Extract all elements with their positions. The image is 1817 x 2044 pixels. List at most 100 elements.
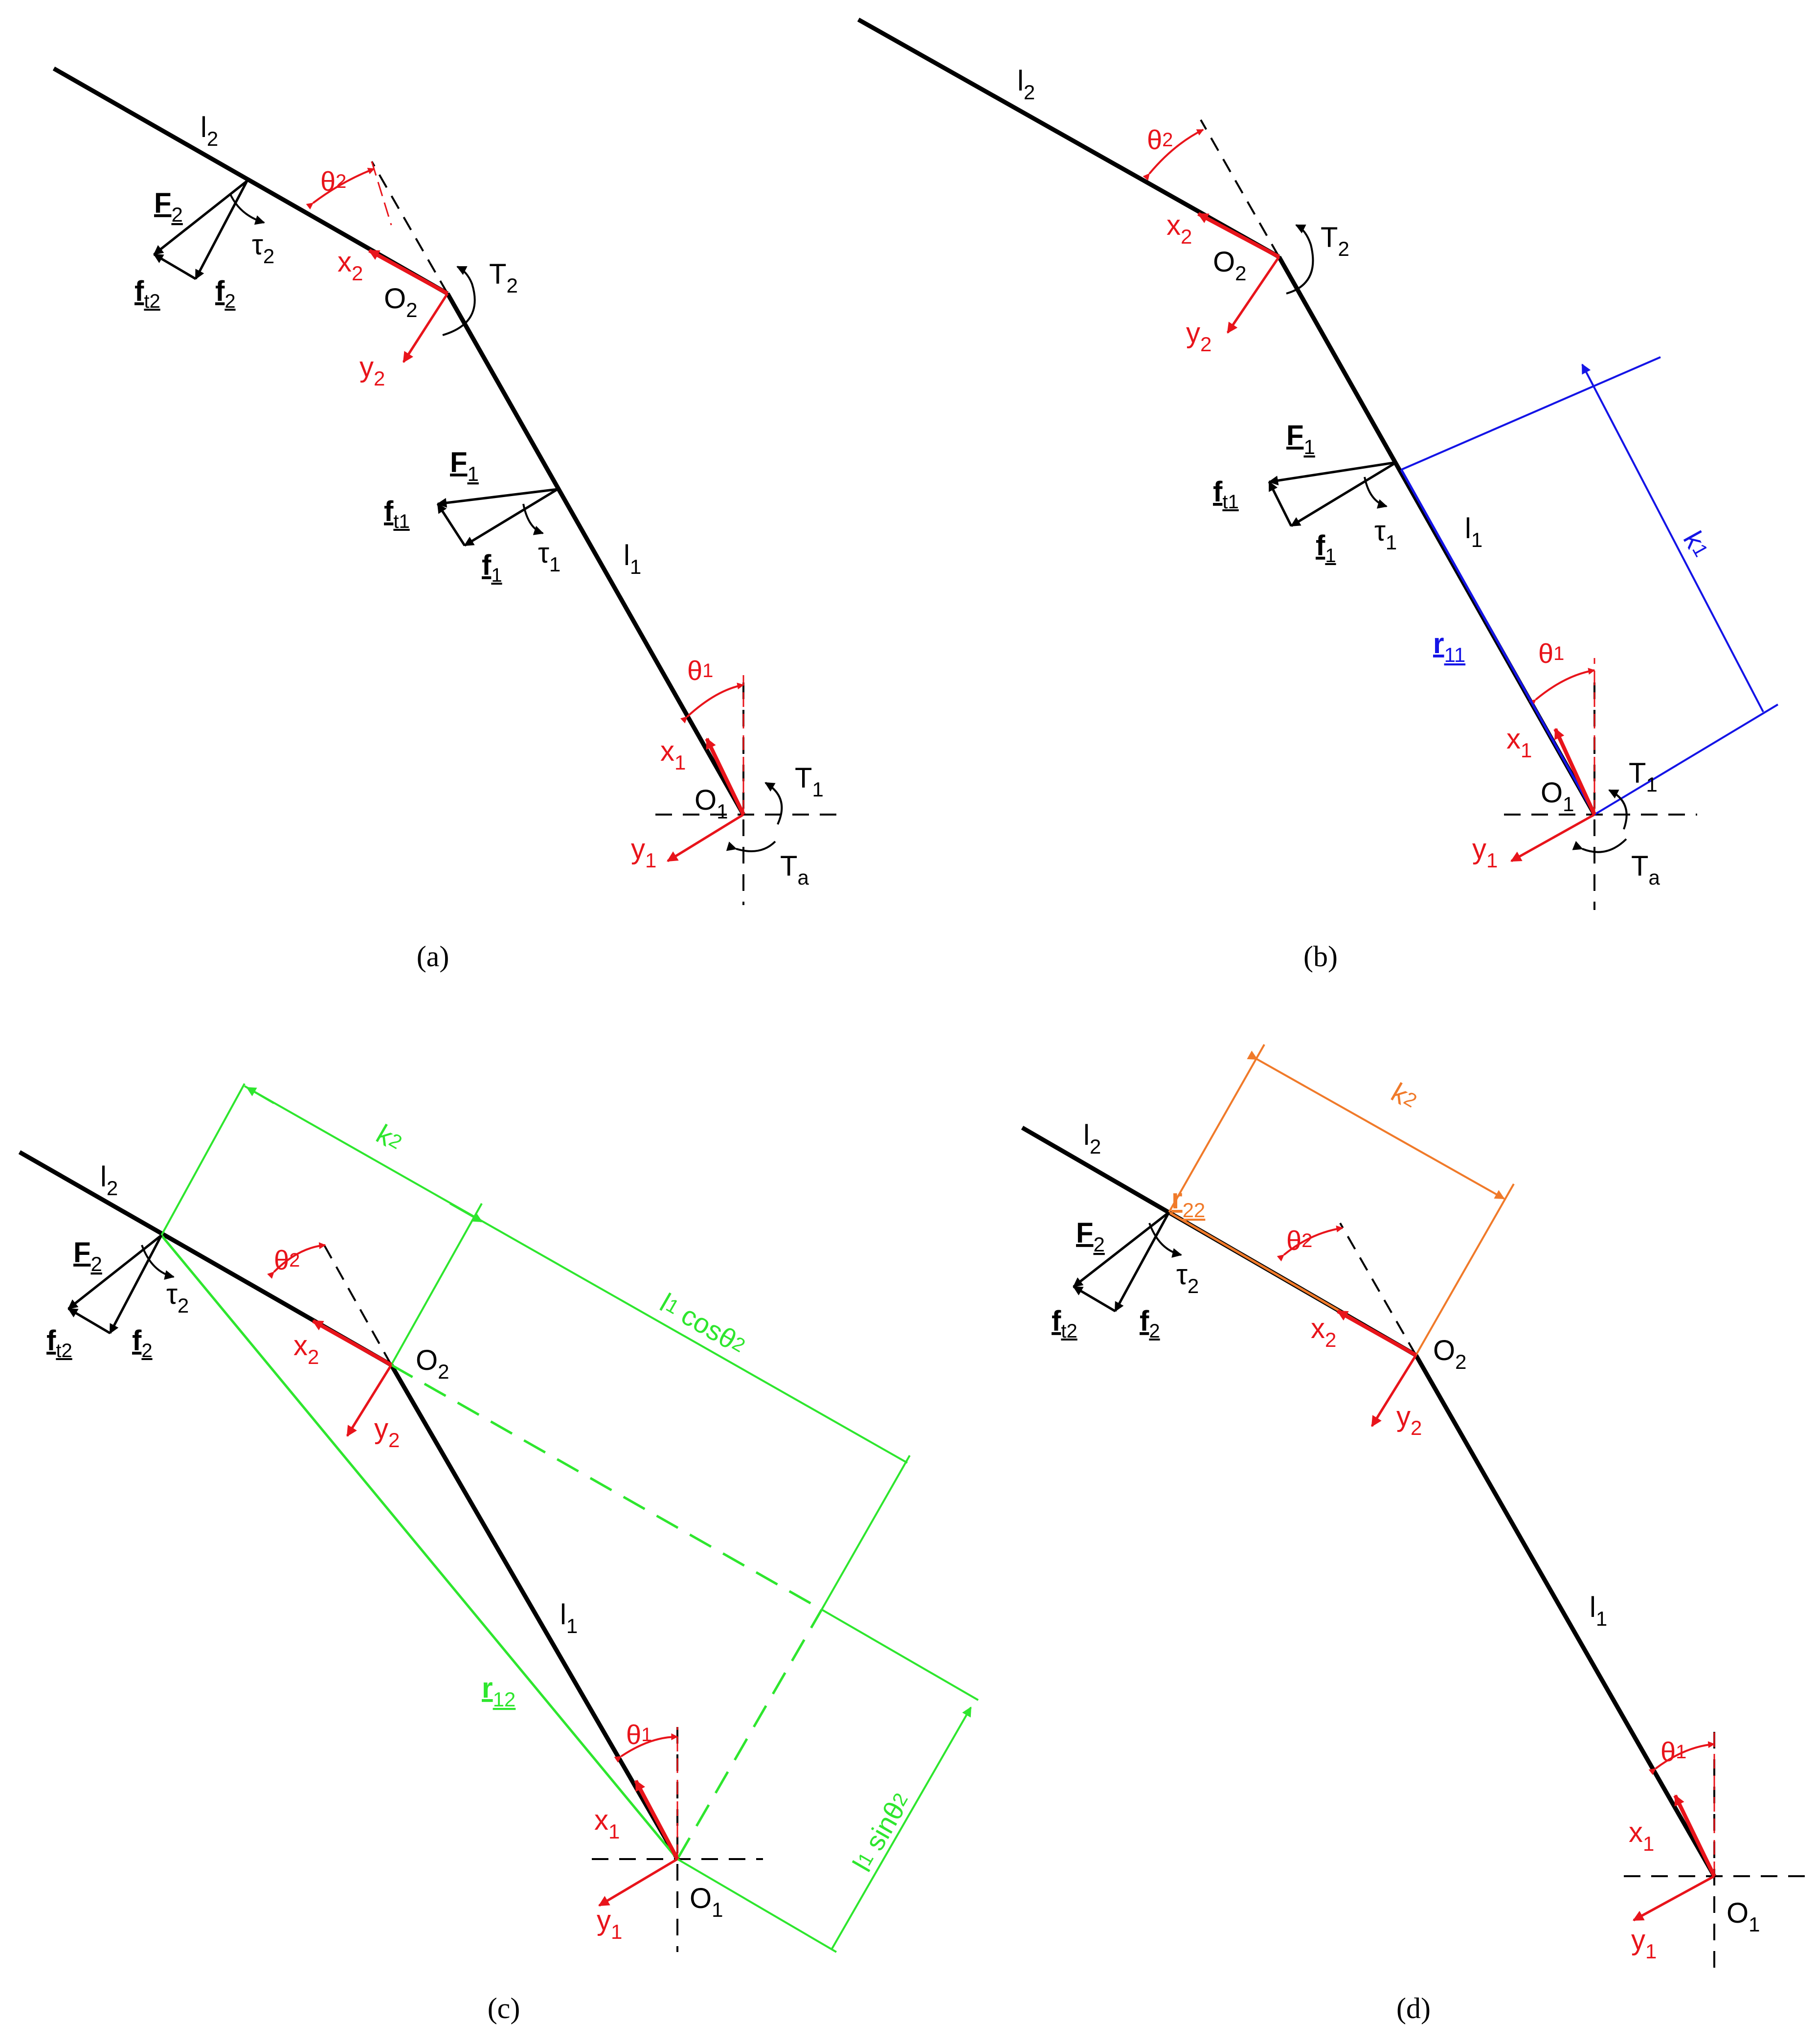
k2-dimension-line [1247, 1050, 1505, 1200]
theta2-arc [1277, 1226, 1344, 1262]
label-O2: O2 [1433, 1335, 1466, 1373]
k2-dimension-line [244, 1085, 908, 1464]
label-y2: y2 [359, 351, 385, 390]
y1-axis-arrow [1633, 1875, 1715, 1922]
label-O2: O2 [1213, 246, 1246, 285]
label-l2: l2 [201, 112, 218, 150]
tau1-arc [522, 503, 544, 535]
label-tau1: τ1 [538, 537, 561, 576]
link2-extension [371, 161, 449, 294]
link2-extension [1339, 1223, 1417, 1356]
label-y2: y2 [1396, 1401, 1422, 1439]
label-O1: O1 [1727, 1897, 1760, 1936]
label-T2: T2 [1321, 222, 1349, 260]
k2-extension-left [160, 1083, 246, 1236]
k2-extension-left [1168, 1044, 1265, 1213]
F2-arrow [67, 1234, 162, 1310]
label-r12: r12 [482, 1672, 516, 1711]
label-y2: y2 [374, 1413, 400, 1452]
link-1 [389, 1363, 679, 1861]
label-tau2: τ2 [1176, 1259, 1199, 1297]
tau1-arc [1364, 477, 1388, 509]
label-O2: O2 [384, 283, 417, 321]
y2-axis-arrow [346, 1364, 393, 1437]
label-f2: f2 [1140, 1305, 1160, 1342]
label-f1: f1 [482, 549, 502, 586]
panel-c-caption: (c) [488, 1992, 520, 2024]
label-y2: y2 [1186, 317, 1211, 356]
y2-axis-arrow [402, 293, 449, 363]
label-k2: k2 [371, 1118, 408, 1158]
label-l2: l2 [1083, 1119, 1101, 1158]
F2-arrow [153, 180, 248, 255]
label-tau1: τ1 [1374, 515, 1397, 554]
x1-axis-arrow [1673, 1794, 1716, 1877]
link2-projection-dashed [390, 1363, 823, 1611]
theta1-arc [1528, 668, 1595, 706]
F2-arrow [1073, 1211, 1170, 1288]
theta2-arc [306, 167, 375, 210]
label-f1: f1 [1316, 530, 1336, 567]
theta2-arc [1143, 129, 1204, 181]
label-ft2: ft2 [1052, 1305, 1077, 1342]
y1-axis-arrow [1510, 813, 1595, 863]
tau2-arc [1148, 1223, 1182, 1258]
label-Ta: Ta [780, 850, 809, 889]
link-1 [446, 292, 745, 816]
label-O1: O1 [695, 784, 728, 823]
label-T1: T1 [795, 762, 824, 801]
label-x2: x2 [337, 246, 363, 285]
link-1 [1414, 1354, 1716, 1878]
k2-arrow-left [246, 1087, 275, 1104]
l1sin-dimension-arrow [830, 1706, 972, 1950]
panel-b-caption: (b) [1303, 940, 1338, 973]
label-Ta: Ta [1631, 850, 1660, 889]
tau2-arc [229, 193, 265, 225]
label-ft2: ft2 [135, 275, 160, 312]
panel-d: l2 k2 r22 F2 τ2 ft2 f2 θ2 x2 O2 y2 l1 θ1… [1021, 1044, 1810, 2024]
x1-axis-arrow [1553, 727, 1596, 816]
k1-dimension-arrow [1581, 363, 1764, 712]
x2-axis-arrow [1337, 1309, 1417, 1357]
f2-arrow [1114, 1211, 1170, 1312]
label-ft1: ft1 [1213, 476, 1239, 513]
k2-extension-right [390, 1203, 483, 1365]
label-r22: r22 [1171, 1183, 1205, 1222]
label-F1: F1 [1286, 420, 1315, 458]
label-theta1: θ1 [687, 655, 713, 686]
link2-extension [1200, 119, 1280, 257]
label-y1: y1 [597, 1905, 622, 1943]
l1sin-extension-top [821, 1609, 979, 1701]
label-x2: x2 [1311, 1313, 1336, 1351]
panel-d-caption: (d) [1396, 1992, 1431, 2024]
F1-arrow [437, 488, 558, 508]
label-theta2: θ2 [1147, 124, 1173, 155]
label-l1: l1 [1465, 513, 1482, 551]
T2-torque-arc [1286, 224, 1314, 295]
theta2-arc [267, 1242, 326, 1279]
f1-arrow [464, 488, 559, 547]
perpendicular-dashed [676, 1609, 823, 1860]
ft1-arrow [436, 503, 466, 546]
r11-vector [1400, 469, 1596, 816]
panel-a: l2 θ2 F2 τ2 ft2 f2 x2 O2 T2 y2 F1 ft1 f1… [52, 67, 839, 973]
label-theta2: θ2 [1286, 1225, 1312, 1256]
label-x1: x1 [1506, 723, 1532, 762]
ft2-arrow [153, 253, 197, 280]
y1-axis-arrow [667, 813, 744, 863]
label-x1: x1 [594, 1804, 620, 1843]
y2-axis-arrow [1370, 1354, 1417, 1427]
ft2-arrow [1073, 1285, 1116, 1313]
label-y1: y1 [631, 833, 656, 872]
label-y1: y1 [1631, 1924, 1657, 1963]
label-theta2: θ2 [274, 1245, 300, 1275]
label-F1: F1 [450, 447, 479, 485]
panel-b: l2 θ2 x2 O2 T2 y2 F1 ft1 f1 τ1 l1 k1 r11… [857, 18, 1779, 973]
Ta-torque-arc [726, 840, 776, 852]
k2-arrow-right [449, 1203, 483, 1223]
tau2-arc [141, 1245, 175, 1280]
label-l1: l1 [624, 540, 641, 578]
label-F2: F2 [154, 187, 183, 226]
y2-axis-arrow [1226, 256, 1280, 334]
theta1-arc [1648, 1741, 1715, 1775]
